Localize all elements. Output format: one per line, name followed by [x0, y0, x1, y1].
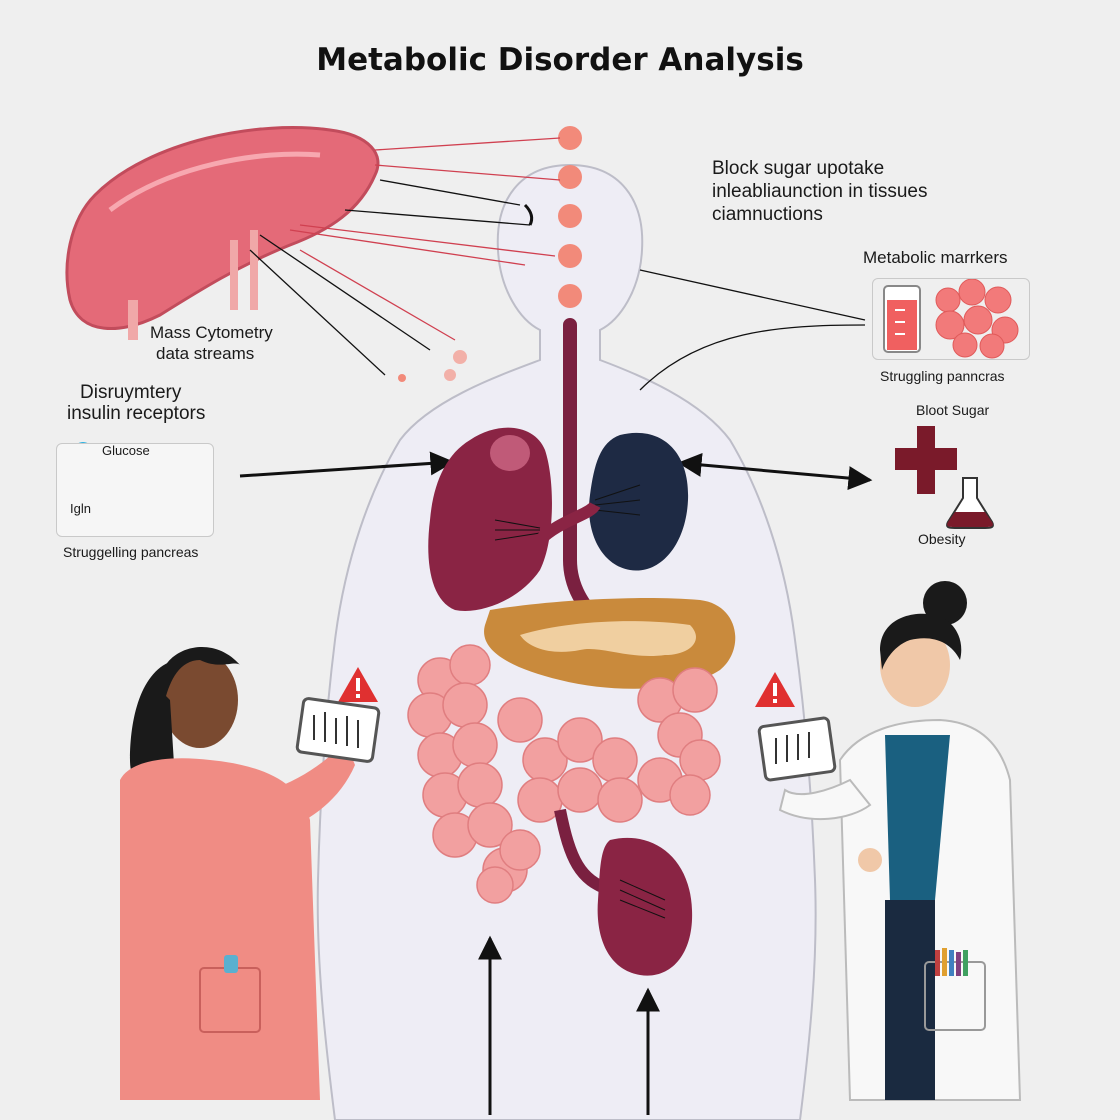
- insulin-receptor-panel: [56, 443, 214, 537]
- insulin-label: Igln: [70, 501, 91, 516]
- intestines: [407, 644, 721, 904]
- mass-cytometry-label-2: data streams: [156, 344, 255, 363]
- obesity-label: Obesity: [918, 531, 966, 547]
- glucose-label: Glucose: [102, 443, 150, 458]
- lower-kidney: [597, 837, 693, 976]
- body-neck-detail: [523, 203, 534, 226]
- block-sugar-label-3: ciamnuctions: [712, 204, 823, 225]
- warning-icon-right: [755, 672, 795, 707]
- disrupted-receptors-label-2: insulin receptors: [67, 403, 206, 424]
- spine-dots: [558, 126, 582, 308]
- flask-icon: [946, 477, 994, 529]
- metabolic-markers-label: Metabolic marrkers: [863, 248, 1008, 267]
- struggling-pancreas-right-label: Struggling panncras: [880, 368, 1005, 384]
- large-liver-illustration: [65, 126, 380, 340]
- scientist-left: [120, 646, 355, 1100]
- arrow-kidney-to-right: [677, 452, 873, 491]
- struggling-pancreas-left-label: Struggelling pancreas: [63, 544, 199, 560]
- tablet-right: [757, 716, 837, 782]
- tablet-left: [295, 697, 381, 763]
- page-title: Metabolic Disorder Analysis: [316, 42, 804, 78]
- blood-sugar-label: Bloot Sugar: [916, 402, 990, 418]
- metabolic-markers-panel: [872, 278, 1030, 360]
- connector-lines: [249, 137, 866, 391]
- particle-dots: [398, 350, 467, 382]
- medical-cross-icon: [895, 426, 957, 494]
- markers-panel-art: [883, 278, 1019, 359]
- mass-cytometry-label-1: Mass Cytometry: [150, 323, 273, 342]
- kidney-vessels: [494, 484, 641, 541]
- liver-highlight: [490, 435, 530, 471]
- block-sugar-label-1: Block sugar upotake: [712, 158, 885, 179]
- arrow-left-to-liver: [239, 451, 455, 478]
- pancreas-inner: [520, 621, 696, 657]
- disrupted-receptors-label-1: Disruymtery: [80, 382, 182, 403]
- vessel-loop: [535, 501, 601, 545]
- lower-kidney-vessels: [619, 879, 666, 919]
- warning-icon-left: [338, 667, 378, 702]
- liver-organ: [428, 427, 552, 611]
- block-sugar-label-2: inleabliaunction in tissues: [712, 181, 928, 202]
- scientist-right: [778, 581, 1022, 1101]
- kidney-organ: [589, 432, 689, 571]
